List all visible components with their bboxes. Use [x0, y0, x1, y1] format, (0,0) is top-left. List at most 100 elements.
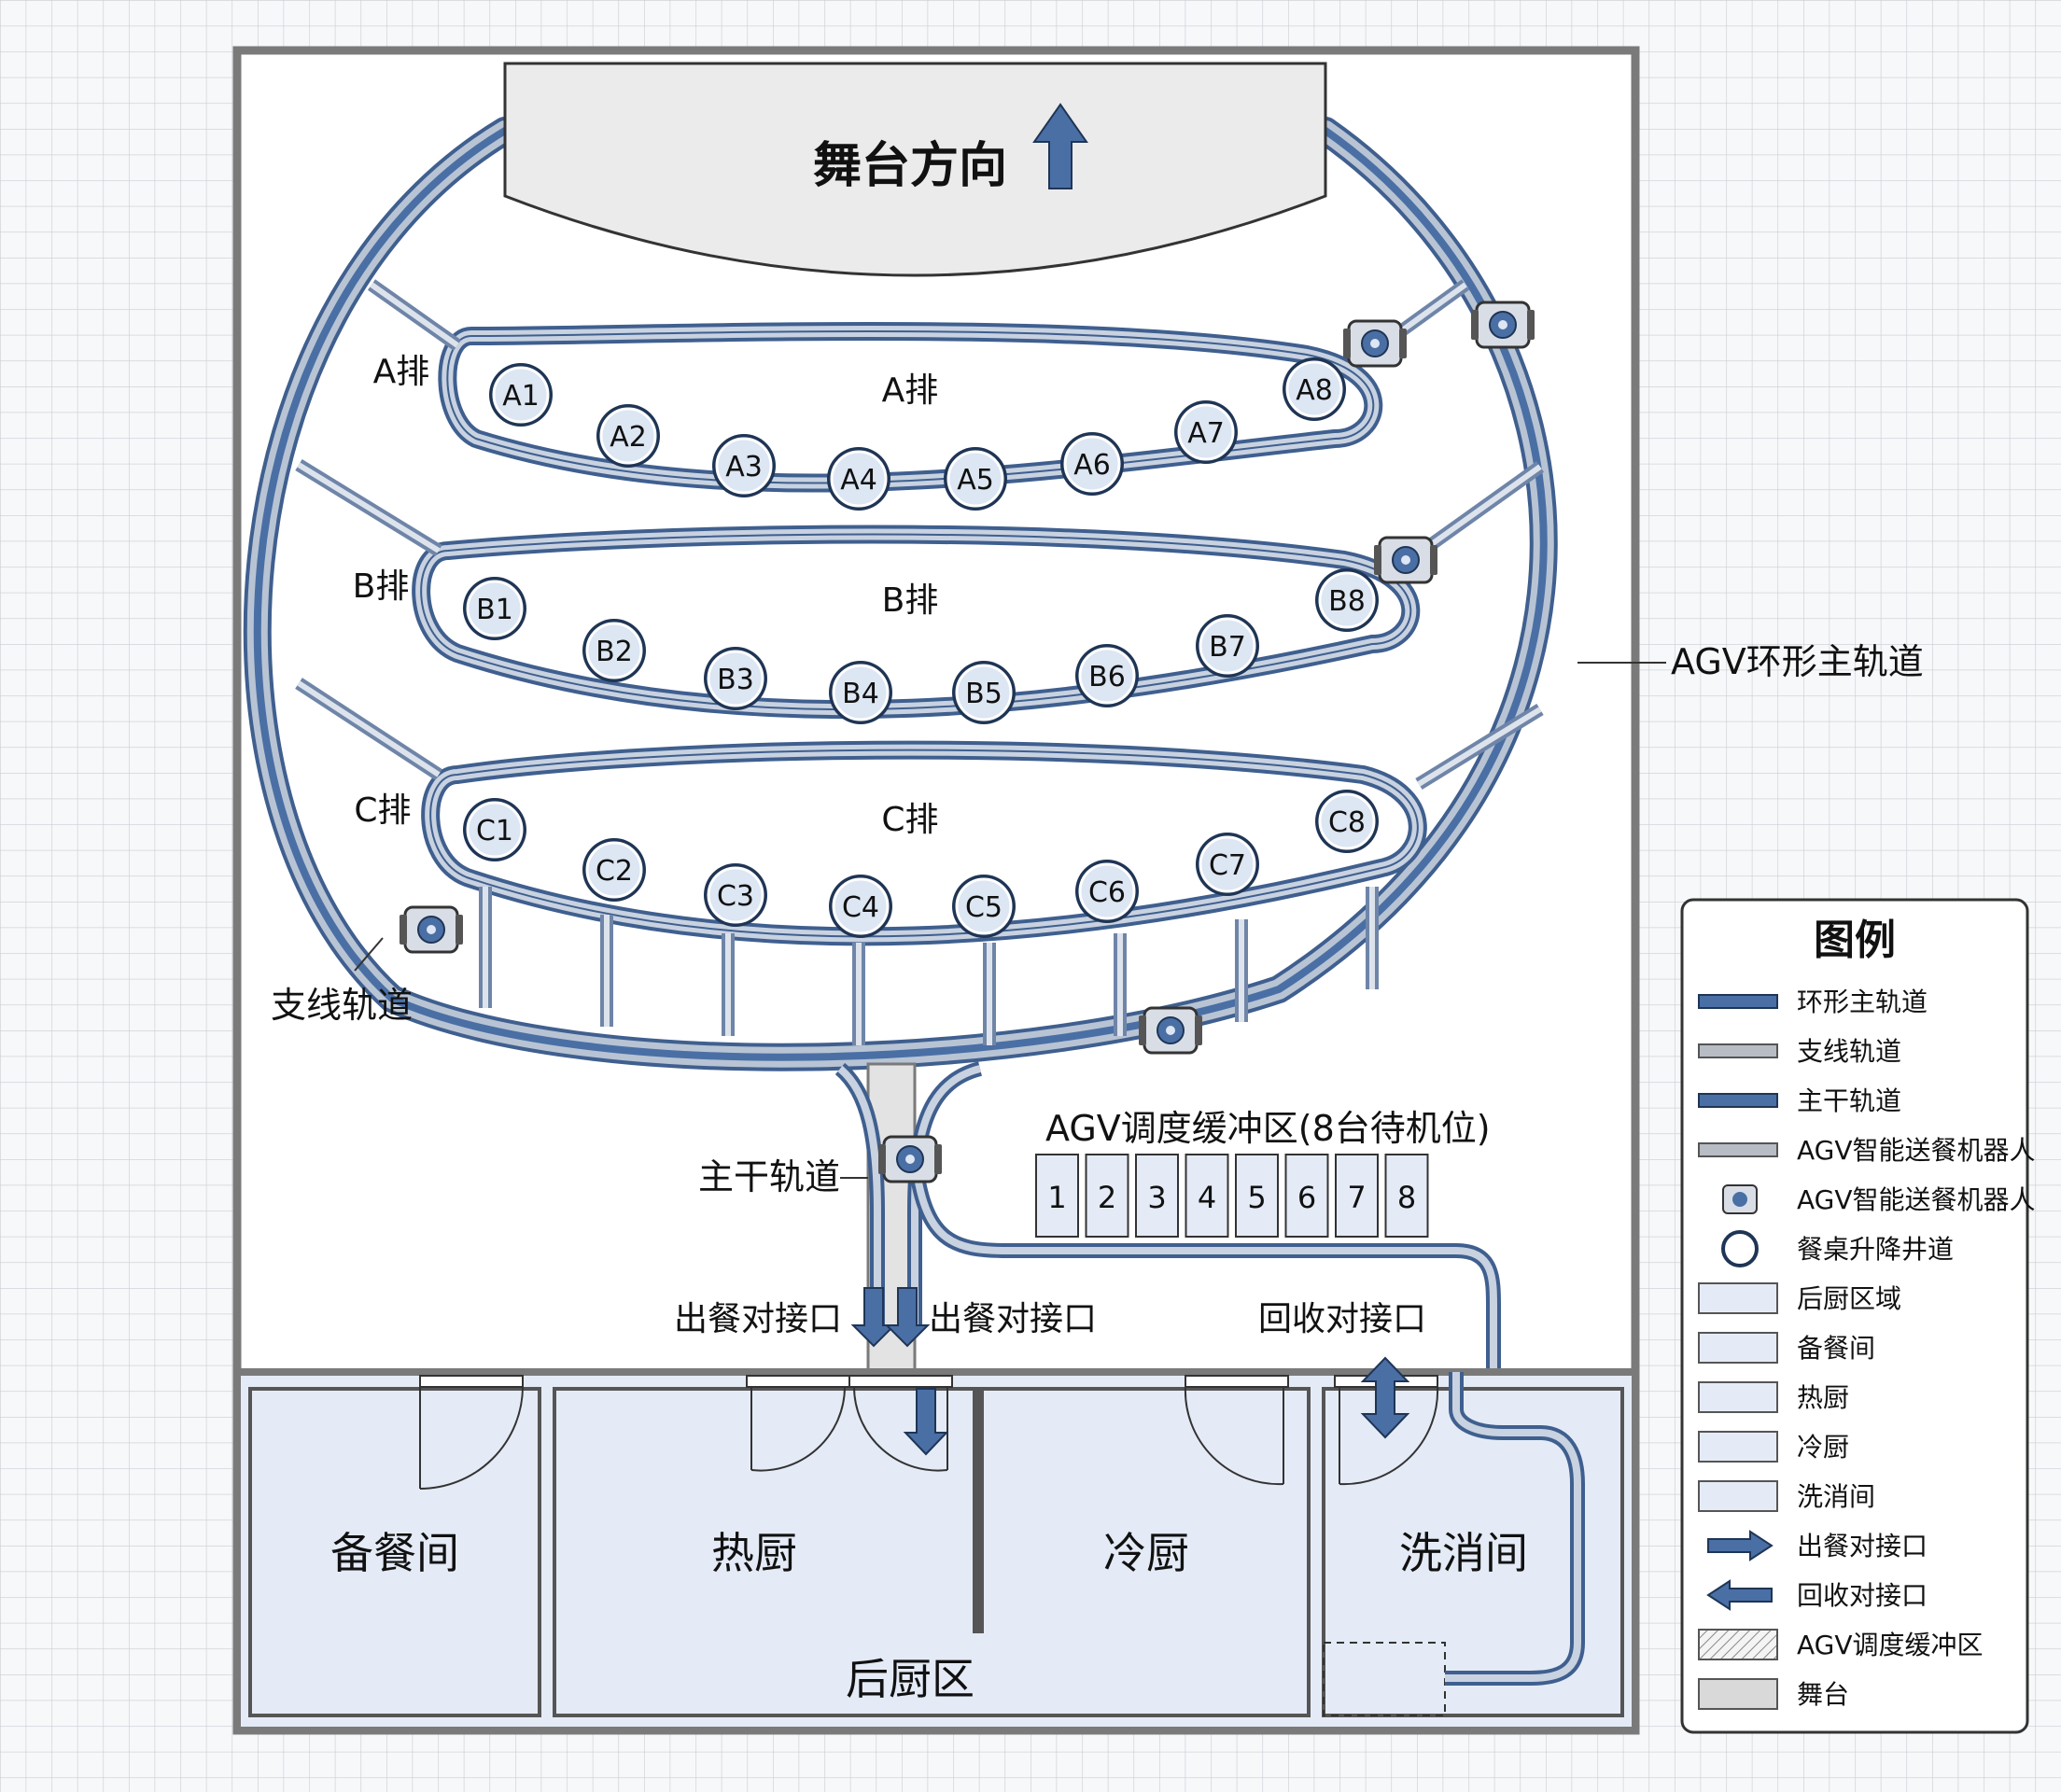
row-a-loop [438, 322, 1383, 493]
buffer-slot-4: 4 [1185, 1154, 1229, 1238]
wash-room-track [1445, 1372, 1585, 1686]
serve-port-left-label: 出餐对接口 [674, 1300, 842, 1338]
table-C4: C4 [829, 875, 892, 938]
table-label: B1 [476, 594, 513, 626]
table-label: A6 [1073, 449, 1111, 482]
buffer-slot-7: 7 [1335, 1154, 1379, 1238]
serve-port-arrow-right-icon [884, 1287, 931, 1348]
agv-robot-icon [1374, 536, 1437, 584]
buffer-slot-1: 1 [1035, 1154, 1079, 1238]
legend-item-label: 支线轨道 [1797, 1036, 1901, 1067]
legend-item-hatch-box: AGV调度缓冲区 [1698, 1629, 1984, 1660]
table-label: A7 [1187, 417, 1225, 450]
kitchen-entry-arrow-icon [903, 1388, 949, 1456]
buffer-slot-2: 2 [1085, 1154, 1129, 1238]
legend-item-label: 备餐间 [1797, 1333, 1875, 1364]
legend-item-label: 洗消间 [1797, 1481, 1875, 1512]
table-A5: A5 [944, 447, 1007, 511]
legend-item-label: AGV智能送餐机器人 [1797, 1135, 2036, 1166]
legend-item-label: 主干轨道 [1797, 1085, 1901, 1116]
table-C2: C2 [582, 838, 646, 902]
serve-port-right-label: 出餐对接口 [929, 1300, 1097, 1338]
trunk-track [834, 1061, 1501, 1374]
buffer-slot-label: 1 [1047, 1180, 1066, 1215]
doors [419, 1375, 1439, 1490]
table-label: A3 [725, 451, 763, 483]
table-label: C6 [1088, 876, 1126, 909]
recycle-port-label: 回收对接口 [1258, 1300, 1426, 1338]
table-label: C1 [476, 815, 513, 847]
branch-callout: 支线轨道 [271, 985, 413, 1026]
table-label: B3 [717, 664, 754, 696]
table-B4: B4 [829, 661, 892, 724]
stage-label: 舞台方向 [813, 138, 1007, 194]
table-label: B6 [1088, 661, 1126, 693]
table-B1: B1 [463, 577, 526, 640]
legend-item-agv-track: AGV智能送餐机器人 [1698, 1135, 2036, 1166]
stage-area [503, 62, 1327, 277]
table-B7: B7 [1196, 614, 1259, 678]
table-A4: A4 [827, 447, 890, 511]
legend-item-label: 舞台 [1797, 1679, 1849, 1710]
room-hot-label: 热厨 [711, 1528, 797, 1578]
row-c-loop [421, 740, 1427, 946]
legend-item-main-track: 环形主轨道 [1698, 987, 1928, 1017]
buffer-slot-label: 4 [1198, 1180, 1216, 1215]
legend-item-room-box: 后厨区域 [1698, 1282, 1901, 1314]
row-a-side-label: A排 [373, 353, 430, 391]
trunk-callout: 主干轨道 [698, 1156, 840, 1197]
legend-item-label: 冷厨 [1797, 1432, 1849, 1463]
table-label: B7 [1209, 631, 1246, 664]
table-label: C7 [1209, 849, 1246, 882]
table-C3: C3 [704, 863, 767, 927]
table-label: B4 [842, 678, 879, 710]
legend-item-trunk-track: 主干轨道 [1698, 1085, 1901, 1116]
stage-arrow-icon [1032, 103, 1088, 189]
agv-robot-icon [1139, 1006, 1202, 1055]
legend-item-label: 回收对接口 [1797, 1580, 1928, 1611]
legend: 图例 环形主轨道支线轨道主干轨道AGV智能送餐机器人AGV智能送餐机器人餐桌升降… [1680, 898, 2036, 1734]
serve-port-arrow-left-icon [850, 1287, 897, 1348]
room-cold-label: 冷厨 [1103, 1528, 1189, 1578]
room-prep-label: 备餐间 [330, 1528, 459, 1578]
legend-item-room-box: 热厨 [1698, 1381, 1849, 1413]
legend-item-stage-box: 舞台 [1698, 1678, 1849, 1710]
main-loop-track [243, 117, 1558, 1071]
table-label: C5 [965, 891, 1002, 924]
buffer-slot-label: 6 [1297, 1180, 1316, 1215]
table-A7: A7 [1174, 400, 1238, 464]
legend-item-label: 后厨区域 [1797, 1283, 1901, 1314]
legend-item-arrow-left: 回收对接口 [1706, 1579, 1928, 1611]
buffer-slot-8: 8 [1384, 1154, 1429, 1238]
row-b-center-label: B排 [882, 581, 939, 620]
table-label: C3 [717, 880, 754, 913]
buffer-slot-6: 6 [1284, 1154, 1329, 1238]
branch-tracks-inner [297, 282, 1542, 1045]
branch-leader [354, 937, 384, 972]
table-label: B5 [965, 678, 1002, 710]
room-prep [248, 1387, 541, 1717]
legend-item-robot-icon: AGV智能送餐机器人 [1722, 1184, 2036, 1215]
buffer-slot-5: 5 [1235, 1154, 1279, 1238]
agv-robot-icon [1343, 319, 1407, 368]
legend-item-arrow-right: 出餐对接口 [1707, 1530, 1928, 1561]
table-C6: C6 [1075, 860, 1139, 923]
table-label: A2 [610, 421, 647, 454]
table-A3: A3 [712, 434, 776, 497]
table-label: B2 [596, 636, 633, 668]
row-c-center-label: C排 [881, 801, 938, 839]
agv-robot-icon [1471, 301, 1535, 349]
buffer-slot-label: 3 [1147, 1180, 1166, 1215]
legend-item-label: 餐桌升降井道 [1797, 1234, 1954, 1265]
table-label: B8 [1328, 585, 1366, 618]
table-B2: B2 [582, 619, 646, 682]
legend-item-branch-track: 支线轨道 [1698, 1036, 1901, 1067]
agv-robot-icon [400, 905, 463, 954]
legend-items: 环形主轨道支线轨道主干轨道AGV智能送餐机器人AGV智能送餐机器人餐桌升降井道后… [1698, 987, 2036, 1710]
table-label: A8 [1296, 374, 1333, 407]
row-c-side-label: C排 [354, 791, 411, 830]
buffer-title: AGV调度缓冲区(8台待机位) [1045, 1108, 1491, 1149]
